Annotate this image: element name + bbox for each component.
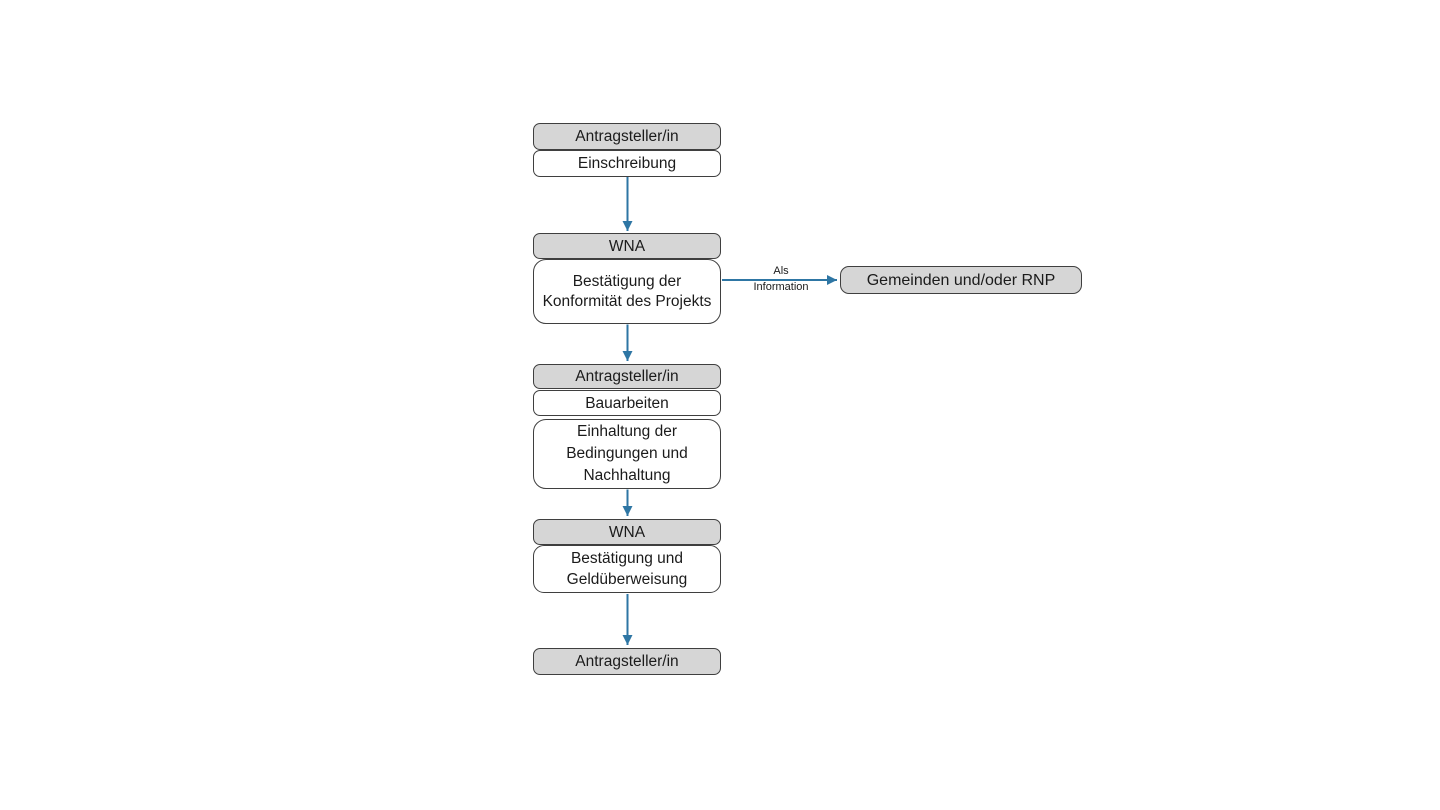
edge-label-line1: Als: [773, 265, 789, 277]
node-bestaetigung-konformitaet: Bestätigung der Konformität des Projekts: [533, 259, 721, 324]
node-antragsteller-1-header: Antragsteller/in: [533, 123, 721, 150]
node-antragsteller-2-header: Antragsteller/in: [533, 364, 721, 389]
node-bauarbeiten: Bauarbeiten: [533, 390, 721, 416]
node-wna-2-header: WNA: [533, 519, 721, 545]
node-bestaetigung-geldueberweisung: Bestätigung und Geldüberweisung: [533, 545, 721, 593]
edge-label-als-information: Als Information: [722, 265, 840, 294]
node-wna-1-header: WNA: [533, 233, 721, 259]
node-einschreibung: Einschreibung: [533, 150, 721, 177]
node-einhaltung-bedingungen: Einhaltung der Bedingungen und Nachhaltu…: [533, 419, 721, 489]
edge-label-line2: Information: [753, 281, 809, 293]
node-gemeinden-rnp: Gemeinden und/oder RNP: [840, 266, 1082, 294]
node-antragsteller-end: Antragsteller/in: [533, 648, 721, 675]
